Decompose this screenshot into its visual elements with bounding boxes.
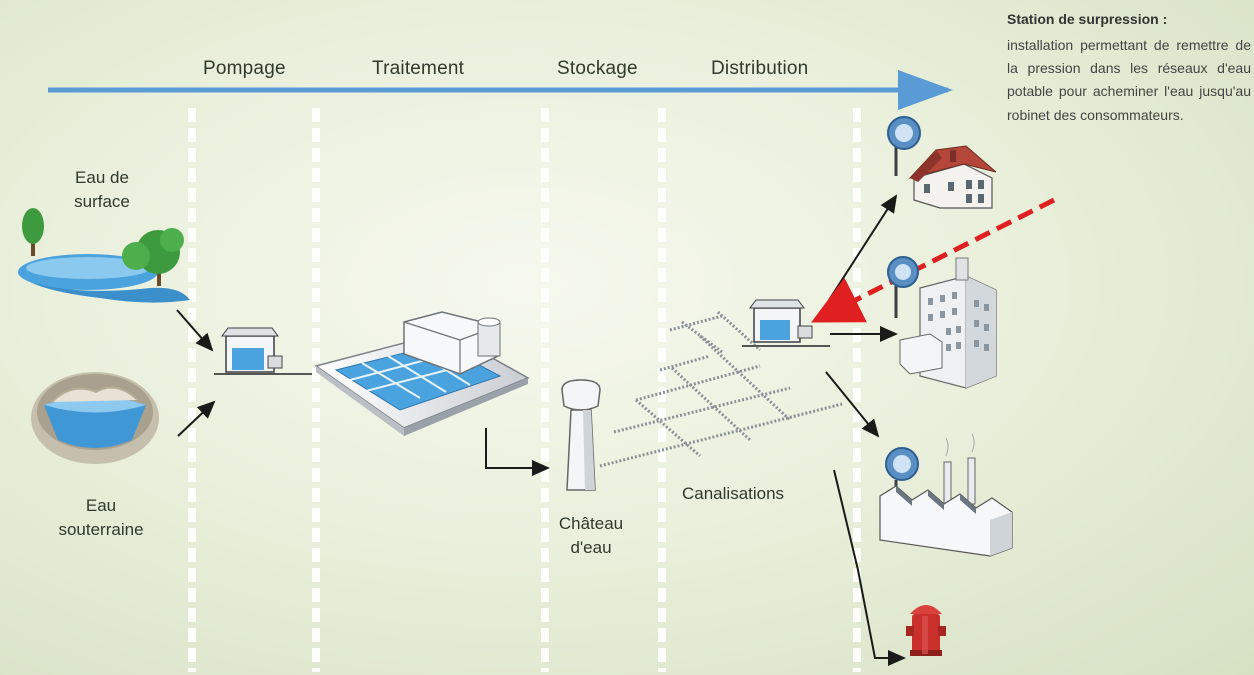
stage-label-traitement: Traitement: [372, 58, 465, 79]
booster-station-title: Station de surpression :: [1007, 11, 1168, 27]
building-icon: [899, 257, 997, 389]
stage-label-pompage: Pompage: [203, 58, 286, 79]
factory-icon: [879, 433, 1013, 557]
booster-station-description: installation permettant de remettre de l…: [1007, 37, 1251, 123]
house-icon: [908, 145, 997, 209]
groundwater-label-line1: Eau: [85, 496, 117, 515]
lake-icon: [18, 254, 190, 303]
pipes-label: Canalisations: [682, 484, 785, 503]
groundwater-label: Eau souterraine: [36, 494, 166, 542]
well-icon: [31, 372, 159, 464]
groundwater-label-line2: souterraine: [58, 520, 144, 539]
pipe-network: [599, 310, 843, 468]
surface-water-label-line1: Eau de: [75, 168, 129, 187]
water-tower-label: Château d'eau: [546, 512, 636, 560]
surface-water-label-line2: surface: [74, 192, 130, 211]
hydrant-icon: [906, 605, 946, 656]
water-tower-label-line1: Château: [558, 514, 624, 533]
water-tower-icon: [561, 379, 601, 491]
booster-highlight-arrow: [811, 197, 1056, 323]
booster-station-icon: [742, 299, 830, 347]
meter-icon: [885, 116, 921, 510]
treatment-plant-icon: [314, 311, 530, 436]
stage-separators: [188, 108, 861, 672]
pump-station-icon: [214, 327, 312, 375]
stage-label-distribution: Distribution: [711, 58, 809, 79]
stage-label-stockage: Stockage: [557, 58, 638, 79]
water-tower-label-line2: d'eau: [570, 538, 612, 557]
surface-water-label: Eau de surface: [42, 166, 162, 214]
flow-connector-arrows: [176, 194, 906, 666]
tree-icon: [22, 208, 184, 286]
